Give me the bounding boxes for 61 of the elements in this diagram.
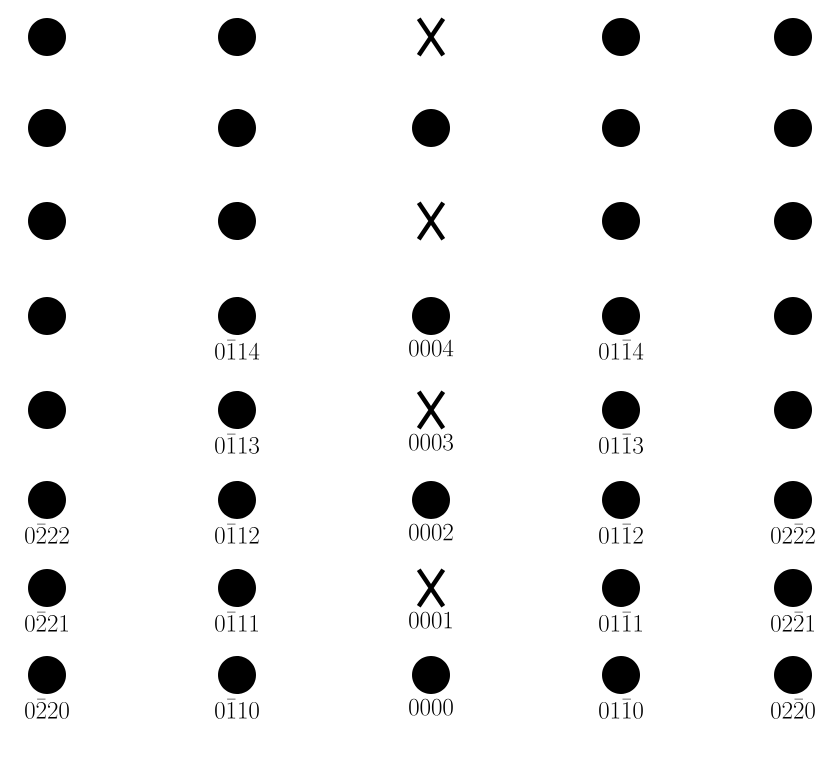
index-label: $0001$ <box>409 612 452 629</box>
cross-mark <box>416 568 446 608</box>
spot <box>774 391 812 429</box>
index-label: $0\bar{1}10$ <box>215 698 259 719</box>
spot <box>218 109 256 147</box>
spot <box>412 297 450 335</box>
index-label: $01\bar{1}4$ <box>599 340 644 360</box>
spot <box>602 656 640 694</box>
cross-mark <box>416 200 446 242</box>
index-label: $0004$ <box>409 340 454 357</box>
index-label: $0\bar{2}22$ <box>25 524 69 544</box>
spot <box>218 656 256 694</box>
index-label: $0\bar{2}20$ <box>25 698 69 719</box>
spot <box>412 109 450 147</box>
spot <box>774 481 812 519</box>
index-label: $02\bar{2}0$ <box>771 698 815 719</box>
spot <box>602 569 640 607</box>
spot <box>28 202 66 240</box>
spot <box>218 481 256 519</box>
index-label: $0\bar{1}13$ <box>215 434 259 454</box>
spot <box>28 109 66 147</box>
spot <box>28 391 66 429</box>
spot <box>774 202 812 240</box>
spot <box>602 109 640 147</box>
index-label: $01\bar{1}3$ <box>599 434 643 454</box>
index-label: $01\bar{1}1$ <box>599 612 642 632</box>
spot <box>28 481 66 519</box>
spot <box>218 202 256 240</box>
spot <box>602 202 640 240</box>
spot <box>412 656 450 694</box>
spot <box>774 569 812 607</box>
spot <box>602 18 640 56</box>
spot <box>28 569 66 607</box>
cross-mark <box>416 16 446 58</box>
spot <box>774 18 812 56</box>
index-label: $01\bar{1}2$ <box>599 524 643 544</box>
index-label: $0\bar{1}11$ <box>215 612 258 632</box>
index-label: $0000$ <box>409 698 453 716</box>
spot <box>602 391 640 429</box>
spot <box>774 109 812 147</box>
spot <box>602 481 640 519</box>
spot <box>774 297 812 335</box>
index-label: $0\bar{1}14$ <box>215 340 260 360</box>
spot <box>602 297 640 335</box>
index-label: $0\bar{1}12$ <box>215 524 259 544</box>
spot <box>218 391 256 429</box>
spot <box>28 18 66 56</box>
spot <box>774 656 812 694</box>
index-label: $02\bar{2}1$ <box>771 612 814 632</box>
index-label: $0002$ <box>409 524 453 541</box>
cross-mark <box>416 390 446 430</box>
index-label: $0003$ <box>409 434 453 451</box>
index-label: $01\bar{1}0$ <box>599 698 643 719</box>
spot <box>28 297 66 335</box>
spot <box>218 18 256 56</box>
spot <box>218 569 256 607</box>
spot <box>218 297 256 335</box>
index-label: $0\bar{2}21$ <box>25 612 68 632</box>
spot <box>28 656 66 694</box>
spot <box>412 481 450 519</box>
index-label: $02\bar{2}2$ <box>771 524 815 544</box>
